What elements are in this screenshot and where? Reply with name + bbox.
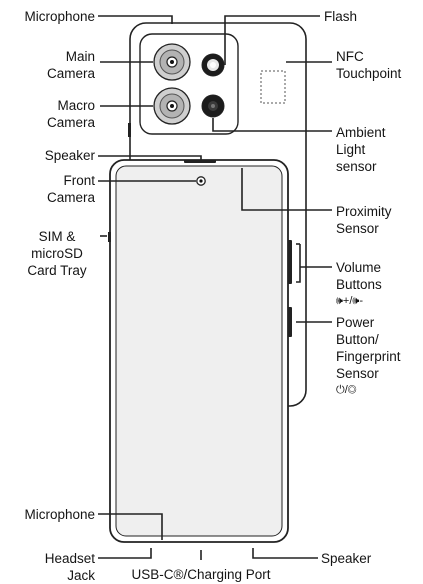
label-headset-jack-line1: Headset: [44, 551, 95, 566]
label-speaker-top-text: Speaker: [44, 148, 95, 163]
label-usb-port: USB-C®/Charging Port: [112, 566, 290, 583]
leader-lines-left: [98, 15, 202, 560]
nfc-touchpoint: [260, 70, 286, 104]
label-headset-jack: Headset Jack: [0, 550, 95, 584]
label-macro-camera-line2: Camera: [46, 115, 95, 130]
flash-lens: [201, 53, 225, 77]
front-camera-lens: [196, 176, 206, 186]
label-sim-tray-line3: Card Tray: [27, 263, 87, 278]
label-proximity-sensor: Proximity Sensor: [336, 203, 392, 237]
power-fingerprint-icons: ⏻/◎: [336, 384, 357, 396]
label-ambient-sensor-line1: Ambient: [336, 125, 386, 140]
camera-module: [139, 33, 239, 135]
label-sim-tray-line1: SIM &: [38, 229, 76, 244]
label-microphone-top: Microphone: [0, 8, 95, 25]
label-microphone-top-text: Microphone: [24, 9, 95, 24]
label-headset-jack-line2: Jack: [67, 568, 95, 583]
label-power-button: Power Button/ Fingerprint Sensor ⏻/◎: [336, 314, 401, 399]
label-nfc-line2: Touchpoint: [336, 66, 402, 81]
label-speaker-bottom: Speaker: [321, 550, 371, 567]
volume-button-shape: [288, 240, 292, 284]
label-sim-tray: SIM & microSD Card Tray: [16, 228, 98, 279]
label-sim-tray-line2: microSD: [31, 246, 83, 261]
label-volume-buttons-line1: Volume: [336, 260, 382, 275]
back-side-button: [128, 123, 131, 137]
earpiece-slot: [184, 160, 216, 163]
label-volume-buttons-line2: Buttons: [336, 277, 382, 292]
label-flash-text: Flash: [324, 9, 358, 24]
main-camera-lens: [153, 43, 191, 81]
label-usb-port-text: USB-C®/Charging Port: [131, 567, 271, 582]
label-main-camera-line1: Main: [65, 49, 95, 64]
label-speaker-bottom-text: Speaker: [321, 551, 372, 566]
sim-tray-slot: [108, 232, 111, 242]
label-main-camera-line2: Camera: [46, 66, 95, 81]
power-button-shape: [288, 307, 292, 337]
label-nfc-line1: NFC: [336, 49, 364, 64]
label-proximity-sensor-line2: Sensor: [336, 221, 379, 236]
leader-lines-right: [212, 15, 332, 559]
label-proximity-sensor-line1: Proximity: [336, 204, 392, 219]
label-front-camera-line1: Front: [63, 173, 95, 188]
label-front-camera: Front Camera: [0, 172, 95, 206]
label-nfc: NFC Touchpoint: [336, 48, 401, 82]
label-ambient-sensor-line2: Light: [336, 142, 366, 157]
label-microphone-bottom-text: Microphone: [24, 507, 95, 522]
ambient-sensor-lens: [201, 94, 225, 118]
label-power-button-line4: Sensor: [336, 366, 379, 381]
macro-camera-lens: [153, 87, 191, 125]
label-ambient-sensor: Ambient Light sensor: [336, 124, 386, 175]
label-macro-camera: Macro Camera: [0, 97, 95, 131]
label-power-button-line1: Power: [336, 315, 375, 330]
label-power-button-line3: Fingerprint: [336, 349, 401, 364]
volume-icons: 🕪+/🕪-: [336, 295, 364, 307]
label-front-camera-line2: Camera: [46, 190, 95, 205]
label-volume-buttons: Volume Buttons 🕪+/🕪-: [336, 259, 382, 310]
label-macro-camera-line1: Macro: [57, 98, 95, 113]
label-main-camera: Main Camera: [0, 48, 95, 82]
label-speaker-top: Speaker: [0, 147, 95, 164]
label-flash: Flash: [324, 8, 357, 25]
phone-screen: [115, 165, 283, 537]
label-ambient-sensor-line3: sensor: [336, 159, 377, 174]
label-power-button-line2: Button/: [336, 332, 379, 347]
label-microphone-bottom: Microphone: [0, 506, 95, 523]
